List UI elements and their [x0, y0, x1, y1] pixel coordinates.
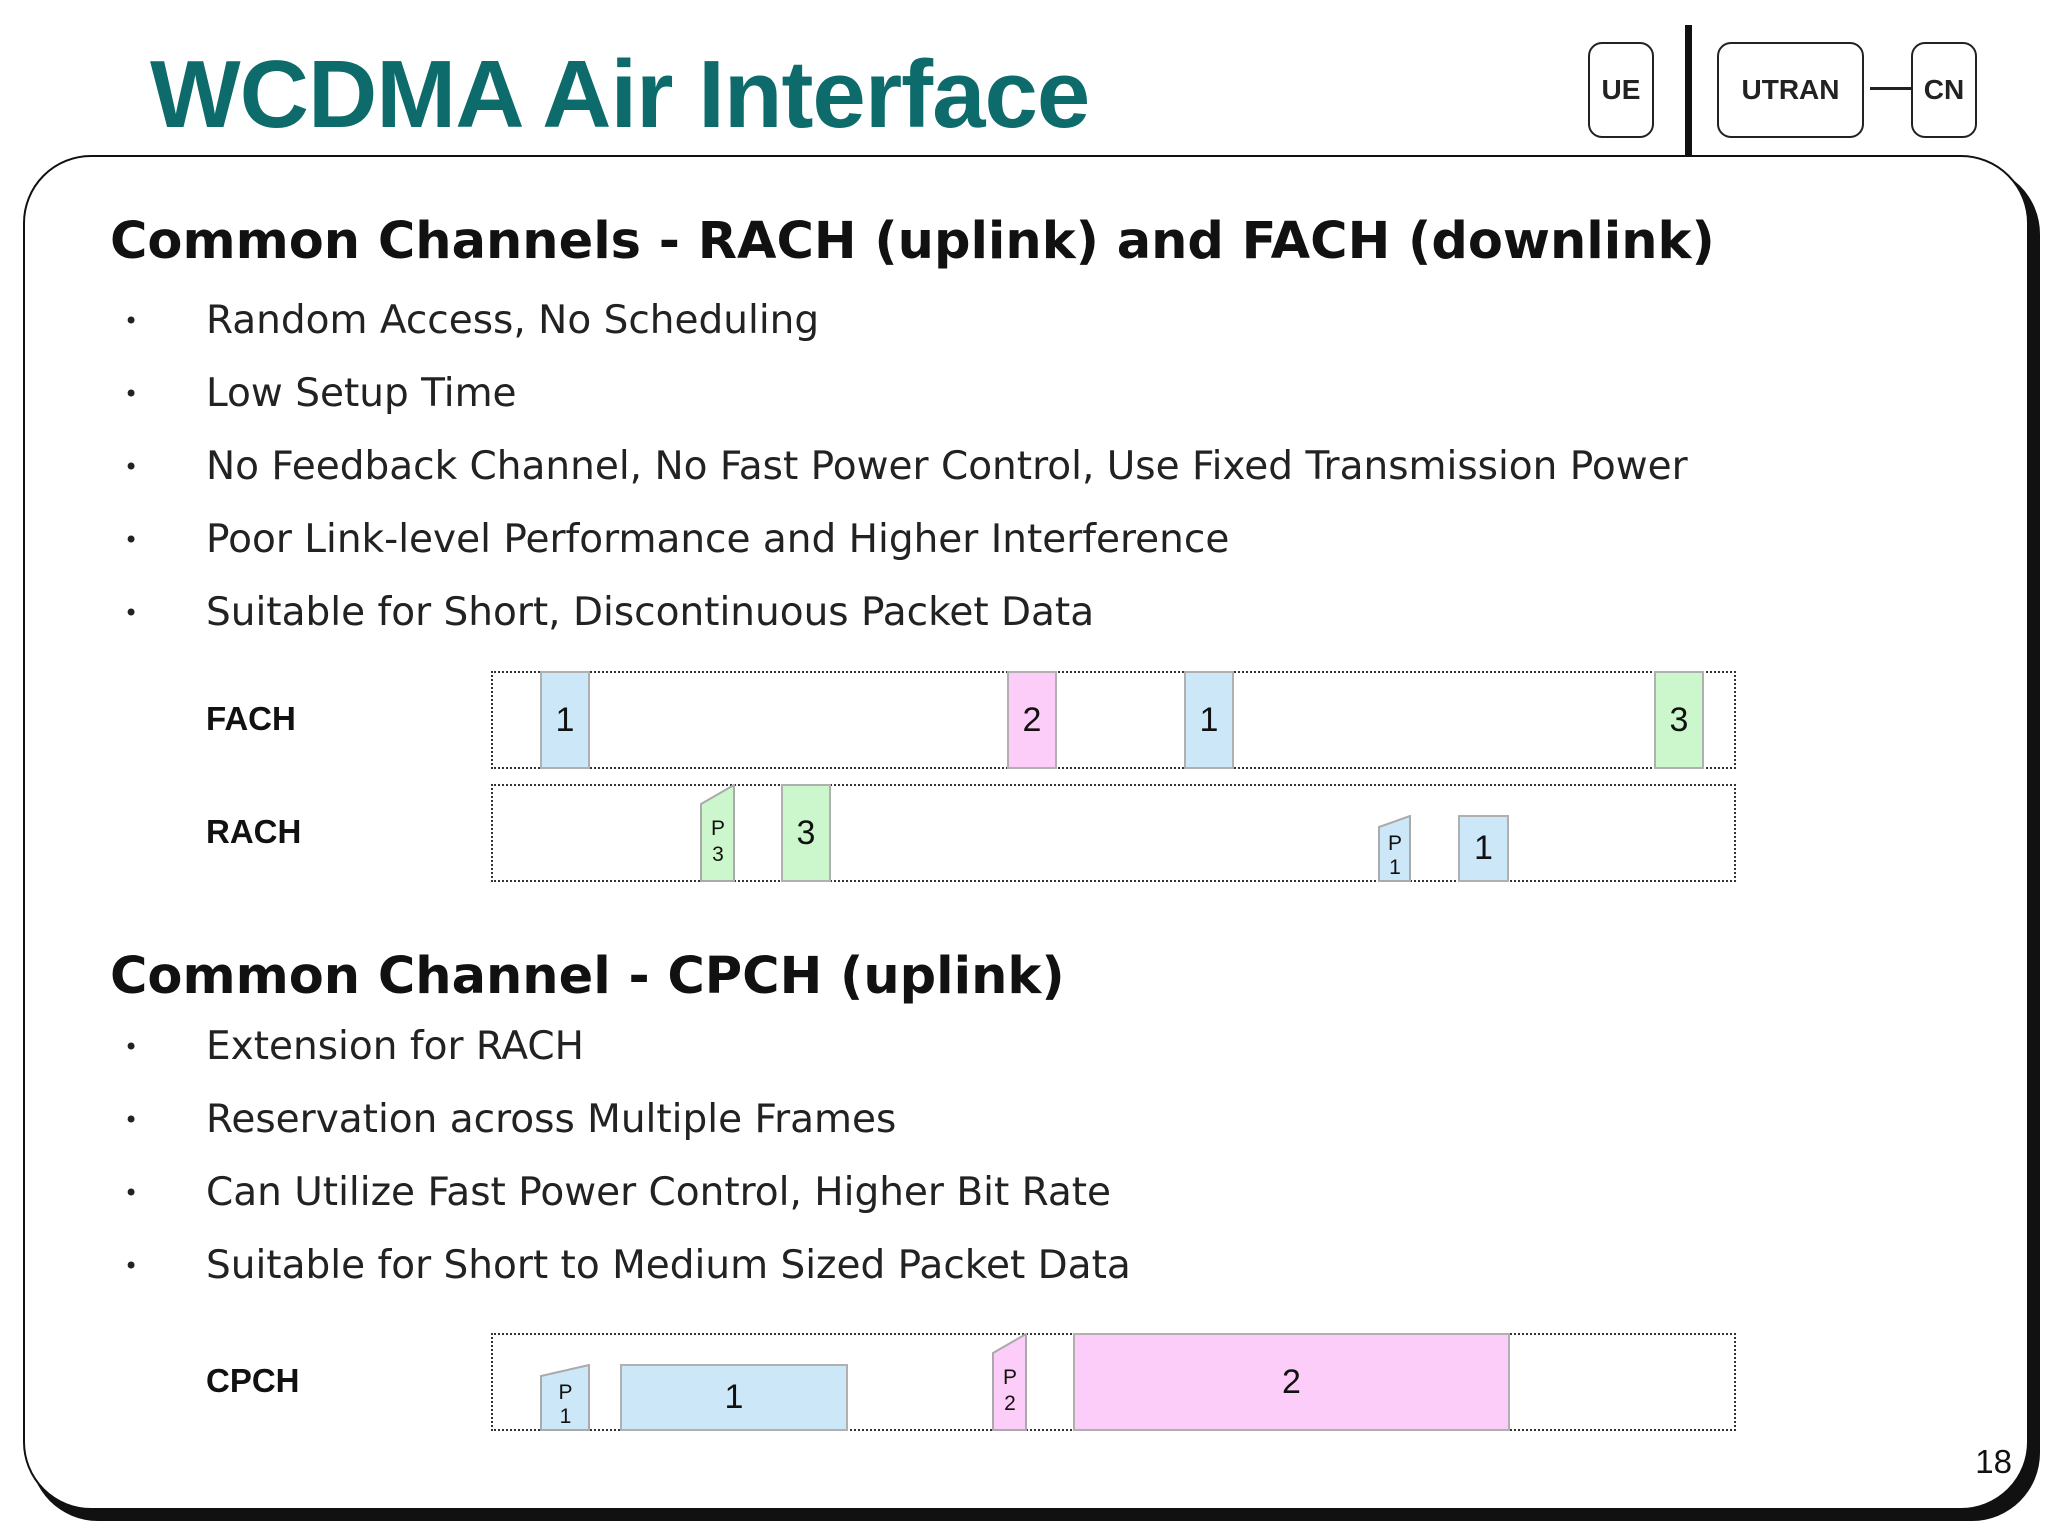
list-item: •Extension for RACH — [120, 1017, 1131, 1090]
list-item: •Can Utilize Fast Power Control, Higher … — [120, 1163, 1131, 1236]
bullet-dot-icon: • — [124, 1106, 139, 1134]
list-item: •Suitable for Short to Medium Sized Pack… — [120, 1236, 1131, 1309]
rach-timeline — [491, 784, 1736, 882]
section-heading-rach-fach: Common Channels - RACH (uplink) and FACH… — [110, 212, 1715, 271]
slide-title: WCDMA Air Interface — [150, 41, 1090, 148]
list-item: •Reservation across Multiple Frames — [120, 1090, 1131, 1163]
cpch-block-ue1: 1 — [620, 1364, 848, 1431]
cpch-label: CPCH — [206, 1362, 300, 1399]
bullet-dot-icon: • — [124, 453, 139, 481]
rach-label: RACH — [206, 813, 302, 850]
fach-block-ue1: 1 — [540, 671, 590, 769]
bullet-dot-icon: • — [124, 599, 139, 627]
fach-block-ue1-second: 1 — [1184, 671, 1234, 769]
nav-connector-line — [1870, 87, 1917, 90]
rach-preamble-ue1: P 1 — [1378, 815, 1412, 882]
rach-preamble-ue3: P 3 — [700, 784, 736, 882]
nav-utran-box: UTRAN — [1717, 42, 1864, 138]
section-heading-cpch: Common Channel - CPCH (uplink) — [110, 947, 1065, 1006]
bullet-dot-icon: • — [124, 1179, 139, 1207]
bullet-list-rach-fach: •Random Access, No Scheduling •Low Setup… — [120, 291, 1688, 656]
fach-block-ue2: 2 — [1007, 671, 1057, 769]
cpch-preamble-ue2: P 2 — [992, 1333, 1028, 1431]
bullet-list-cpch: •Extension for RACH •Reservation across … — [120, 1017, 1131, 1309]
fach-label: FACH — [206, 700, 296, 737]
list-item: •Random Access, No Scheduling — [120, 291, 1688, 364]
list-item: •Suitable for Short, Discontinuous Packe… — [120, 583, 1688, 656]
rach-block-ue1: 1 — [1458, 815, 1509, 882]
bullet-dot-icon: • — [124, 1033, 139, 1061]
fach-timeline — [491, 671, 1736, 769]
rach-block-ue3: 3 — [781, 784, 831, 882]
bullet-dot-icon: • — [124, 1252, 139, 1280]
bullet-dot-icon: • — [124, 380, 139, 408]
cpch-preamble-ue1: P 1 — [540, 1364, 591, 1431]
list-item: •Low Setup Time — [120, 364, 1688, 437]
bullet-dot-icon: • — [124, 526, 139, 554]
page-number: 18 — [1975, 1443, 2012, 1480]
bullet-dot-icon: • — [124, 307, 139, 335]
list-item: •No Feedback Channel, No Fast Power Cont… — [120, 437, 1688, 510]
nav-ue-box: UE — [1588, 42, 1654, 138]
list-item: •Poor Link-level Performance and Higher … — [120, 510, 1688, 583]
nav-divider — [1685, 25, 1692, 155]
nav-cn-box: CN — [1911, 42, 1977, 138]
fach-block-ue3: 3 — [1654, 671, 1704, 769]
cpch-block-ue2: 2 — [1073, 1333, 1510, 1431]
